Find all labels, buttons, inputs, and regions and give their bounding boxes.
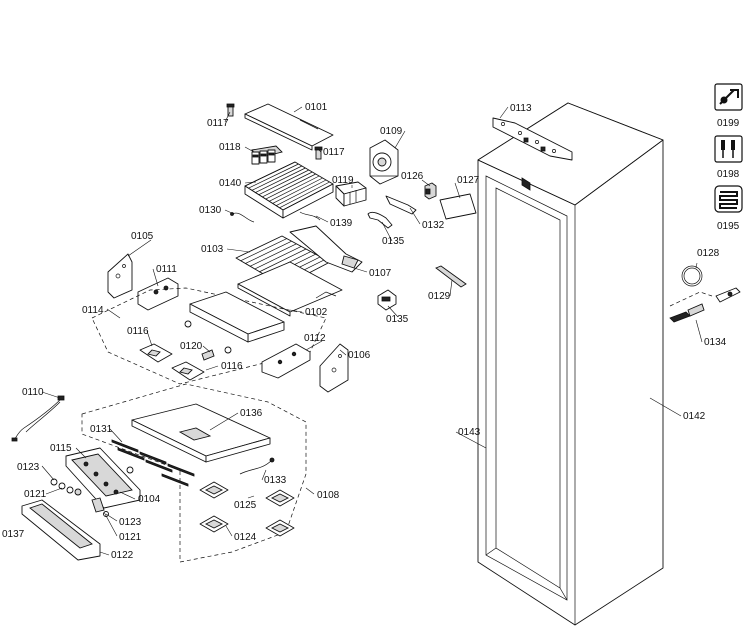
label-0117: 0117 [207,118,229,129]
cabinet [477,102,664,626]
label-0129: 0129 [428,291,451,302]
label-0113: 0113 [510,103,532,114]
leader-lines [41,106,703,556]
part-0116-block [139,343,205,381]
label-0116: 0116 [221,361,243,372]
legend-0198: 0198 [717,169,740,180]
part-0108-assembly-box [81,383,307,563]
part-0131-cables [111,439,195,487]
label-0102: 0102 [305,307,328,318]
part-0111-bracket [137,277,179,311]
part-0137-faceplate [21,499,101,561]
label-0107: 0107 [369,268,392,279]
label-0143: 0143 [458,427,481,438]
part-0123-knobs [50,478,82,496]
label-0123: 0123 [17,462,40,473]
part-0139-hose [299,211,321,221]
label-0126: 0126 [401,171,424,182]
part-0101-cover [244,103,334,151]
screwdriver-tools-icon [714,135,743,163]
repair-tools-icon [714,83,743,111]
part-0112-bracket [261,343,311,379]
label-0104: 0104 [138,494,161,505]
label-0115: 0115 [50,443,72,454]
label-0133: 0133 [264,475,287,486]
label-0128: 0128 [697,248,720,259]
part-0126-switch [424,182,437,200]
part-0120-screw [201,349,215,361]
label-0131: 0131 [90,424,113,435]
label-0110: 0110 [22,387,44,398]
part-0136-plate [131,403,271,463]
part-0135-handle [367,211,393,229]
label-0135: 0135 [386,314,409,325]
part-0132-handle [385,195,417,215]
label-0121: 0121 [119,532,142,543]
label-0125: 0125 [234,500,257,511]
label-0112: 0112 [304,333,326,344]
label-0135: 0135 [382,236,405,247]
label-0109: 0109 [380,126,403,137]
label-0123: 0123 [119,517,142,528]
coil-icon [714,185,743,213]
label-0130: 0130 [199,205,222,216]
label-0132: 0132 [422,220,445,231]
part-0113-bracket [492,117,573,161]
label-0103: 0103 [201,244,224,255]
label-0127: 0127 [457,175,480,186]
label-0108: 0108 [317,490,340,501]
part-0135-clip [377,289,397,311]
label-0101: 0101 [305,102,328,113]
label-0134: 0134 [704,337,727,348]
label-0117: 0117 [323,147,345,158]
part-0106-bracket [319,343,349,393]
part-0114-frame [189,291,285,343]
label-0120: 0120 [180,341,203,352]
part-0134-hinge [669,287,741,323]
legend-0195: 0195 [717,221,740,232]
label-0119: 0119 [332,175,354,186]
part-0140-evaporator [244,161,334,219]
label-0105: 0105 [131,231,154,242]
part-0127-panel [439,193,477,220]
label-0140: 0140 [219,178,242,189]
part-0120-nut [184,320,192,328]
label-0118: 0118 [219,142,241,153]
label-0136: 0136 [240,408,263,419]
part-0110-harness [11,395,65,442]
part-0115-control-panel [65,447,141,509]
label-0121: 0121 [24,489,47,500]
legend-0199: 0199 [717,118,740,129]
label-0116: 0116 [127,326,149,337]
part-0129-strip [435,265,467,288]
part-0128-ring [681,265,703,287]
part-0117-clip [226,103,323,160]
part-0109-fan [369,139,399,185]
part-0124-pads [199,515,295,537]
label-0122: 0122 [111,550,134,561]
label-0139: 0139 [330,218,353,229]
label-0142: 0142 [683,411,706,422]
part-0133-wire [239,459,273,475]
part-0130-wire [231,212,255,223]
label-0106: 0106 [348,350,371,361]
part-0118-blocks [251,145,283,165]
label-0114: 0114 [82,305,104,316]
label-0124: 0124 [234,532,257,543]
part-0105-bracket [107,253,133,299]
part-0125-pads [199,481,295,507]
label-0137: 0137 [2,529,25,540]
part-0102-tray [237,261,343,317]
part-0119-bracket [335,181,367,207]
label-0111: 0111 [156,264,177,275]
